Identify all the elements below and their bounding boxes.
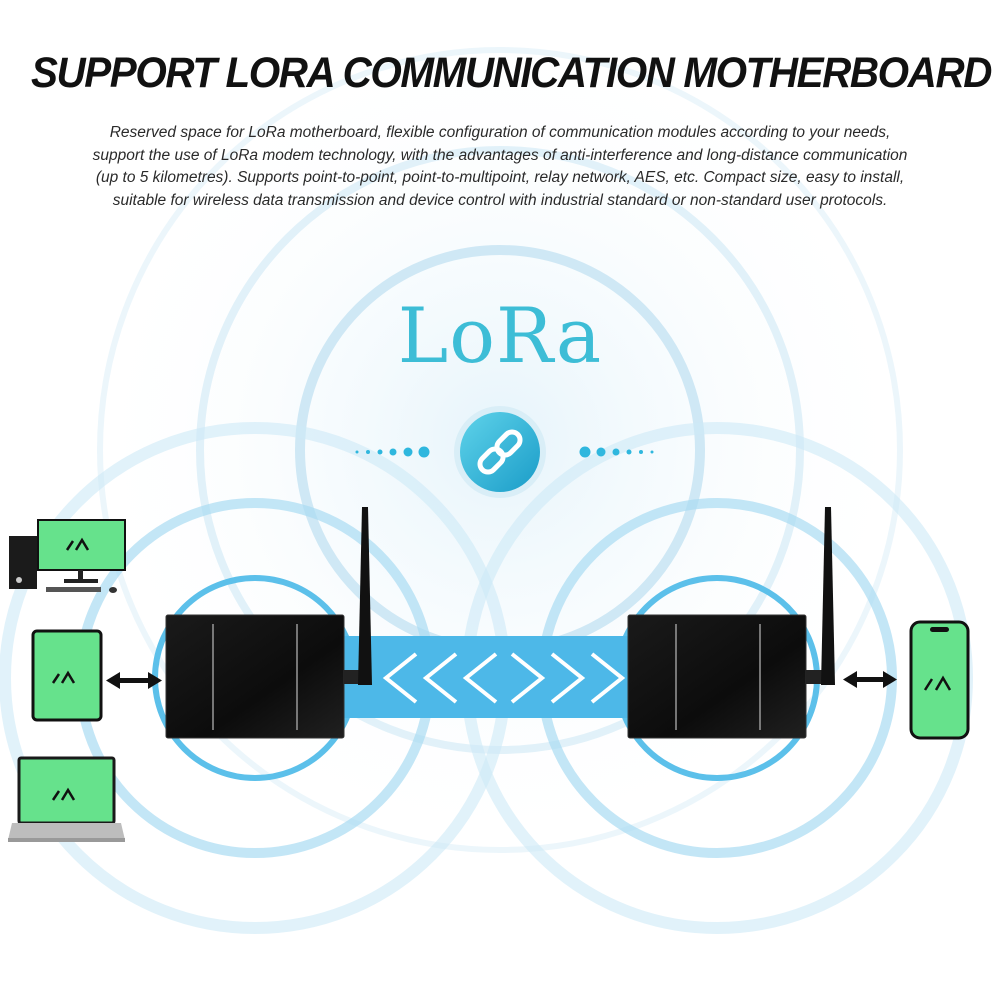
link-icon — [454, 406, 546, 498]
solar-lora-device-left — [165, 507, 372, 739]
page-title: SUPPORT LORA COMMUNICATION MOTHERBOARD — [30, 49, 992, 97]
signal-dots-right — [579, 446, 654, 458]
bidirectional-arrow-right — [843, 671, 897, 688]
signal-dots-left — [355, 446, 430, 458]
chevrons — [382, 652, 626, 704]
bidirectional-arrow-left — [106, 672, 162, 689]
antenna-icon — [821, 507, 835, 685]
description-line: (up to 5 kilometres). Supports point-to-… — [95, 169, 905, 186]
solar-lora-device-right — [627, 507, 835, 739]
lora-logo: LoRa — [397, 291, 603, 380]
description-line: Reserved space for LoRa motherboard, fle… — [109, 124, 891, 141]
transmission-band — [340, 636, 632, 718]
desktop-computer-icon — [9, 519, 126, 593]
description-line: support the use of LoRa modem technology… — [92, 146, 908, 164]
description-line: suitable for wireless data transmission … — [112, 191, 888, 209]
antenna-icon — [358, 507, 372, 685]
page-title-container: SUPPORT LORA COMMUNICATION MOTHERBOARD — [0, 48, 1000, 100]
tablet-icon — [31, 629, 103, 722]
smartphone-icon — [909, 620, 970, 740]
description: Reserved space for LoRa motherboard, fle… — [0, 122, 1000, 212]
laptop-icon — [8, 756, 125, 842]
